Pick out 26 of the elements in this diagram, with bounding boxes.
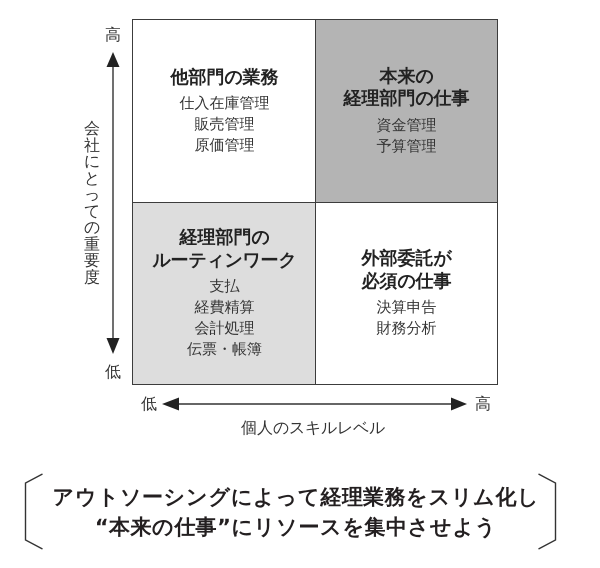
quadrant-heading: 他部門の業務 — [170, 66, 278, 89]
axis-title: 会社にとっての重要度 — [84, 120, 100, 286]
task-item: 仕入在庫管理 — [179, 93, 270, 114]
task-item: 資金管理 — [376, 114, 436, 136]
axis-end-label: 高 — [475, 395, 491, 413]
task-item: 伝票・帳簿 — [186, 339, 262, 360]
task-item: 決算申告 — [376, 297, 436, 318]
axis-end-label: 低 — [105, 363, 121, 381]
axis-title: 個人のスキルレベル — [241, 419, 385, 437]
axis-end-label: 高 — [105, 26, 121, 44]
quadrant-heading: 経理部門のルーティンワーク — [152, 227, 296, 272]
quadrant-heading: 本来の経理部門の仕事 — [343, 66, 470, 111]
axis-end-label: 低 — [141, 395, 157, 413]
task-item: 支払 — [209, 276, 240, 297]
task-item: 財務分析 — [376, 318, 436, 339]
caption: アウトソーシングによって経理業務をスリム化し“本来の仕事”にリソースを集中させよう — [52, 484, 540, 541]
quadrant-heading: 外部委託が必須の仕事 — [361, 248, 452, 293]
quadrant-box — [315, 19, 498, 204]
task-item: 会計処理 — [194, 318, 254, 339]
quadrant-box — [132, 202, 316, 385]
task-item: 予算管理 — [376, 136, 436, 157]
quadrant-box — [132, 19, 316, 204]
task-item: 原価管理 — [194, 135, 254, 156]
quadrant-box — [315, 202, 498, 385]
task-item: 経費精算 — [194, 297, 254, 318]
task-item: 販売管理 — [194, 114, 254, 135]
